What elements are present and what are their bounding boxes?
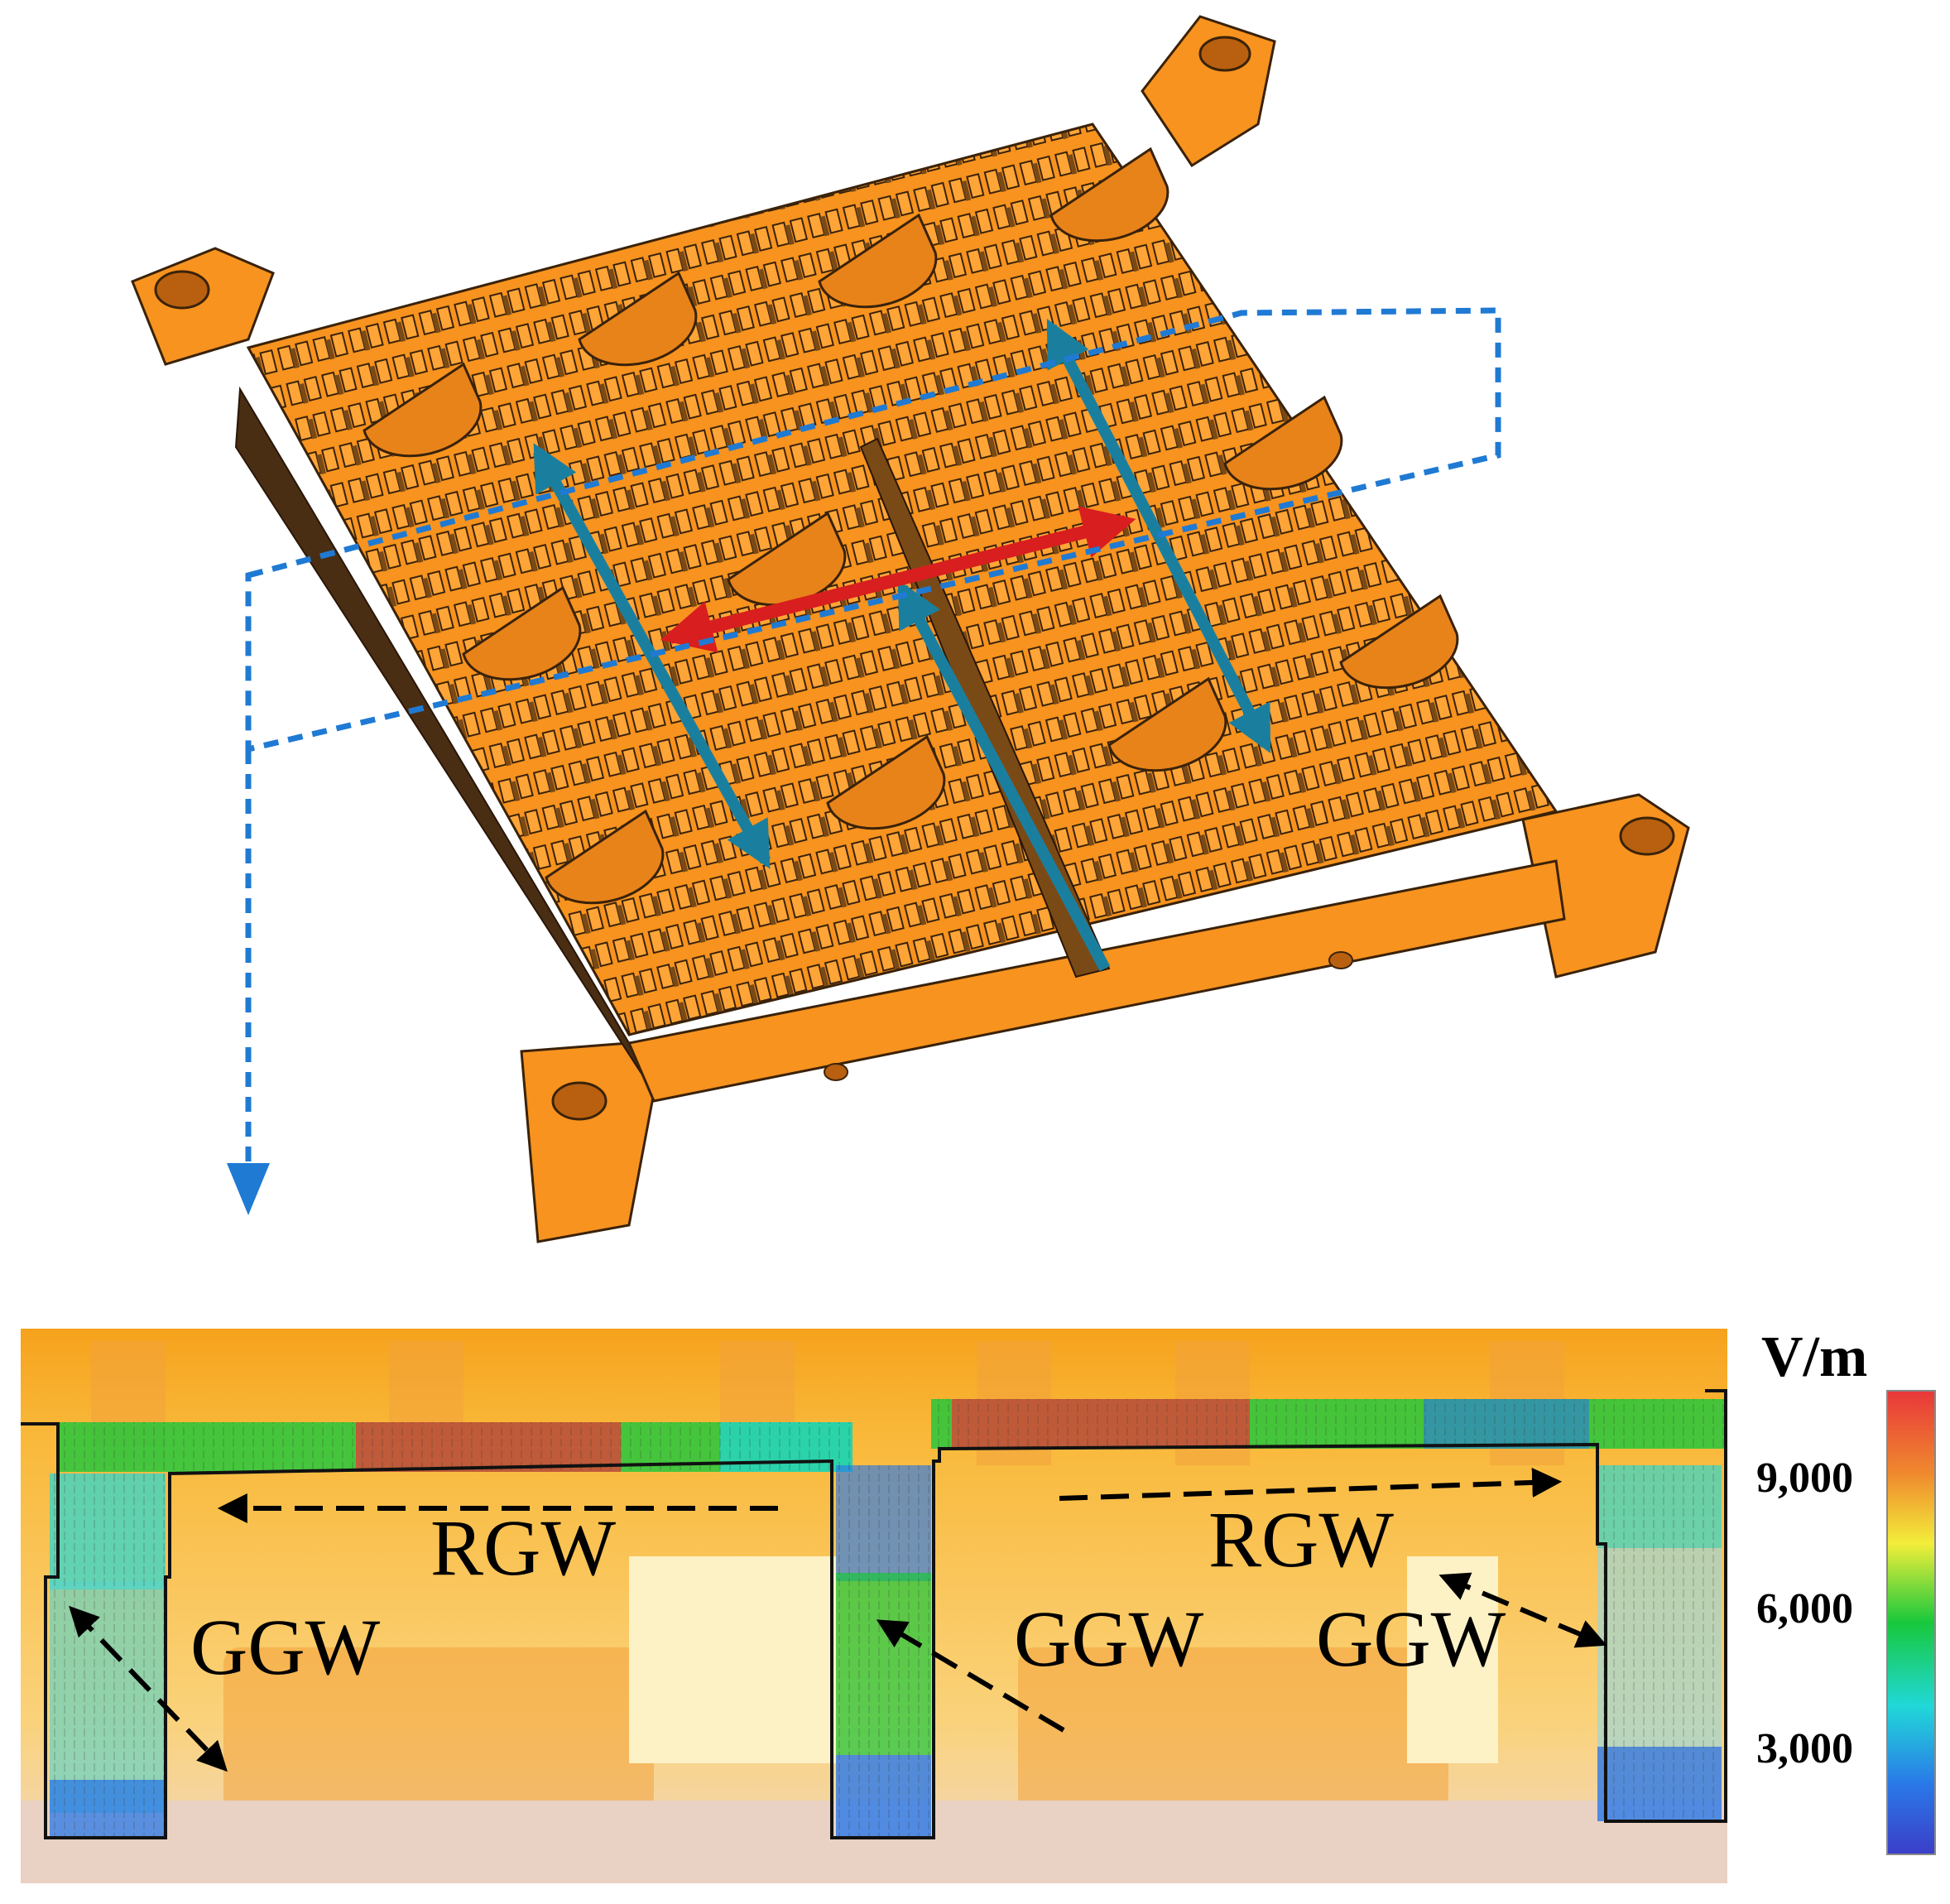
rgw-arrow-right bbox=[1059, 1467, 1563, 1501]
field-vectors-ridge bbox=[58, 1399, 1726, 1472]
ggw-arrow-left bbox=[69, 1605, 228, 1772]
red-double-arrow bbox=[660, 506, 1136, 653]
mounting-ear-top-right bbox=[1141, 15, 1276, 168]
mounting-ear-top-left bbox=[131, 247, 275, 366]
plate-side-hole bbox=[824, 1063, 848, 1081]
colorbar-gradient bbox=[1886, 1390, 1936, 1855]
label-ggw-right: GGW bbox=[1316, 1594, 1506, 1683]
ggw-arrow-right bbox=[1438, 1572, 1607, 1648]
colorbar bbox=[1886, 1390, 1936, 1855]
colorbar-tick-9000: 9,000 bbox=[1756, 1454, 1853, 1502]
bright-gap bbox=[629, 1556, 836, 1763]
plate-side-hole bbox=[1328, 951, 1353, 969]
cut-plane-outline bbox=[245, 307, 1501, 753]
plate-side-front bbox=[627, 859, 1566, 1103]
label-rgw-right: RGW bbox=[1208, 1495, 1394, 1584]
mounting-ear-bottom-right bbox=[1521, 793, 1690, 978]
label-rgw-left: RGW bbox=[430, 1503, 616, 1592]
colorbar-unit: V/m bbox=[1761, 1325, 1868, 1389]
cut-plane-drop-arrowhead bbox=[227, 1163, 270, 1215]
colorbar-tick-3000: 3,000 bbox=[1756, 1725, 1853, 1772]
field-cross-section bbox=[21, 1329, 1727, 1883]
label-ggw-middle: GGW bbox=[1014, 1594, 1204, 1683]
waveguide-profile-outline bbox=[21, 1389, 1727, 1839]
mounting-ear-bottom-left bbox=[520, 1041, 656, 1243]
ggw-arrow-middle bbox=[876, 1619, 1065, 1733]
colorbar-tick-6000: 6,000 bbox=[1756, 1585, 1853, 1632]
label-ggw-left: GGW bbox=[190, 1603, 381, 1691]
antenna-plate-3d bbox=[131, 15, 1690, 1243]
